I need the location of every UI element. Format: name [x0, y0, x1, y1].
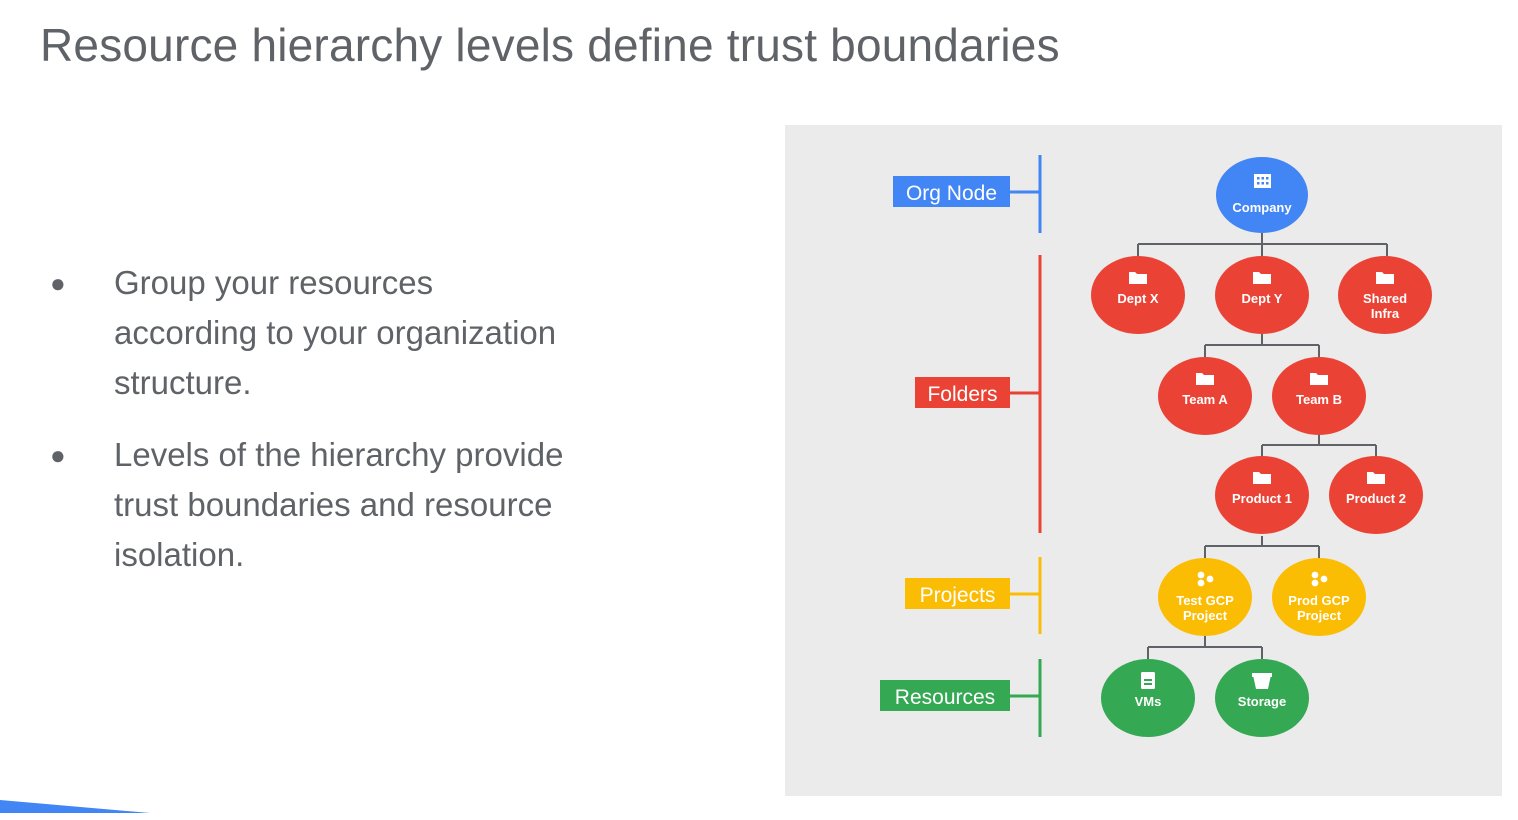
- node-dept-x: Dept X: [1091, 256, 1185, 334]
- node-label: Dept X: [1117, 291, 1159, 306]
- corner-accent: [0, 800, 150, 813]
- level-resources: Resources: [880, 659, 1042, 737]
- node-label: Project: [1297, 608, 1342, 623]
- bullet-dot-icon: ●: [50, 268, 66, 298]
- node-product-1: Product 1: [1215, 456, 1309, 534]
- node-label: Product 2: [1346, 491, 1406, 506]
- level-label-projects: Projects: [920, 584, 996, 607]
- hierarchy-diagram-panel: Org Node Folders Projects Resources: [785, 125, 1502, 796]
- node-label: Test GCP: [1176, 593, 1234, 608]
- node-label: Shared: [1363, 291, 1407, 306]
- node-team-b: Team B: [1272, 357, 1366, 435]
- node-shared-infra: Shared Infra: [1338, 256, 1432, 334]
- storage-icon: [1252, 673, 1272, 689]
- level-org-node: Org Node: [893, 155, 1042, 233]
- node-label: Team B: [1296, 392, 1342, 407]
- slide-title: Resource hierarchy levels define trust b…: [40, 19, 1060, 71]
- node-label: Dept Y: [1242, 291, 1283, 306]
- node-product-2: Product 2: [1329, 456, 1423, 534]
- node-prod-gcp-project: Prod GCP Project: [1272, 558, 1366, 636]
- node-label: Team A: [1182, 392, 1228, 407]
- level-projects: Projects: [905, 557, 1042, 634]
- bullet-list: ● Group your resources according to your…: [50, 258, 570, 602]
- node-label: Infra: [1371, 306, 1400, 321]
- bullet-text: Group your resources according to your o…: [114, 264, 557, 401]
- bullet-dot-icon: ●: [50, 440, 66, 470]
- node-vms: VMs: [1101, 659, 1195, 737]
- node-company: Company: [1216, 157, 1308, 233]
- level-folders: Folders: [915, 255, 1042, 533]
- level-label-folders: Folders: [927, 383, 997, 406]
- level-label-resources: Resources: [895, 686, 995, 709]
- node-label: Prod GCP: [1288, 593, 1350, 608]
- node-label: Product 1: [1232, 491, 1292, 506]
- node-label: Company: [1232, 200, 1292, 215]
- vm-icon: [1141, 672, 1155, 689]
- bullet-item: ● Levels of the hierarchy provide trust …: [50, 430, 570, 580]
- building-icon: [1254, 174, 1271, 188]
- bullet-text: Levels of the hierarchy provide trust bo…: [114, 436, 564, 573]
- node-storage: Storage: [1215, 659, 1309, 737]
- node-label: VMs: [1135, 694, 1162, 709]
- tree-connectors: [1137, 233, 1388, 659]
- node-dept-y: Dept Y: [1215, 256, 1309, 334]
- node-test-gcp-project: Test GCP Project: [1158, 558, 1252, 636]
- node-label: Storage: [1238, 694, 1286, 709]
- node-label: Project: [1183, 608, 1228, 623]
- hierarchy-diagram: Org Node Folders Projects Resources: [880, 155, 1432, 737]
- bullet-item: ● Group your resources according to your…: [50, 258, 570, 408]
- node-team-a: Team A: [1158, 357, 1252, 435]
- level-label-org: Org Node: [906, 182, 997, 205]
